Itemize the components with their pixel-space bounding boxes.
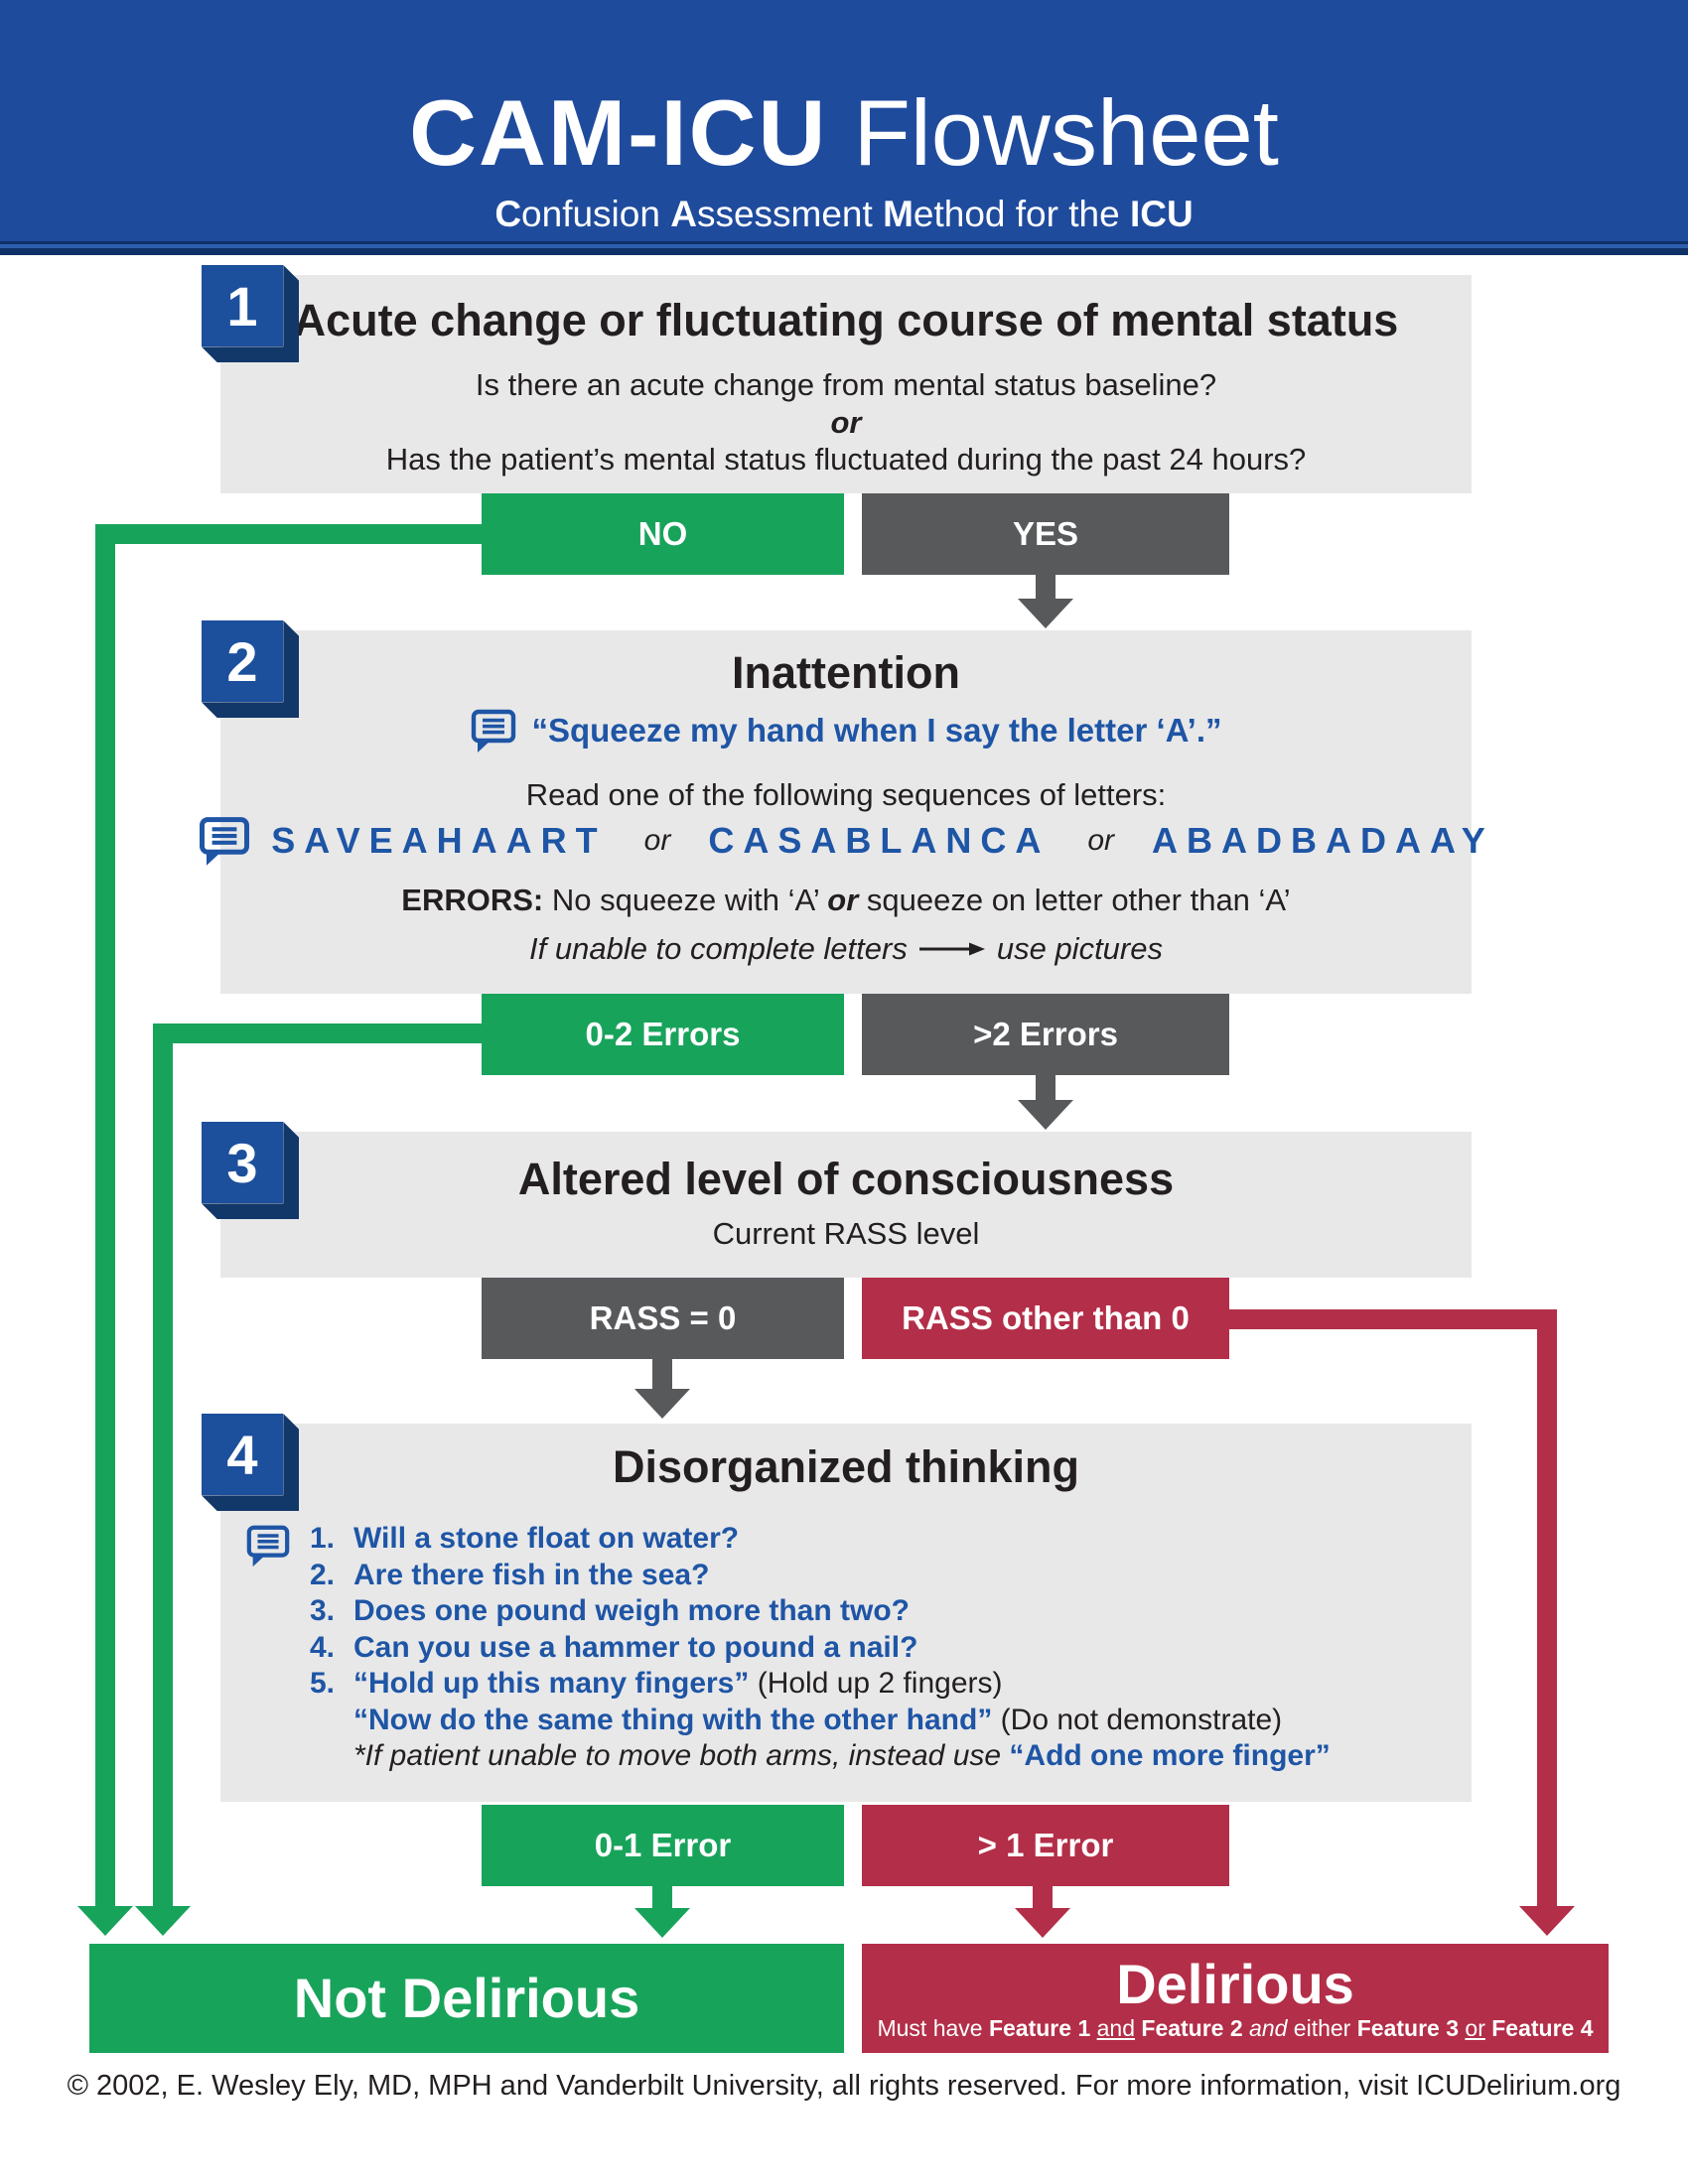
flow-line-0-2-errors-vertical [153, 1024, 173, 1908]
flow-line-no-horizontal [95, 524, 482, 544]
speech-bubble-icon [472, 709, 516, 752]
rass-0-button: RASS = 0 [482, 1278, 844, 1359]
footer-credit: © 2002, E. Wesley Ely, MD, MPH and Vande… [67, 2070, 1621, 2102]
not-delirious-box: Not Delirious [89, 1944, 844, 2053]
flow-line-rass-other-vertical [1537, 1309, 1557, 1908]
page-title-rest: Flowsheet [827, 80, 1279, 185]
section-2-number-badge: 2 [202, 620, 299, 718]
down-arrow-icon [634, 1886, 690, 1938]
section-3-subtitle: Current RASS level [712, 1216, 980, 1251]
section-2-box: Inattention [220, 630, 1472, 994]
section-1-number-badge: 1 [202, 265, 299, 362]
section-1-box: Acute change or fluctuating course of me… [220, 275, 1472, 493]
section-2-title: Inattention [732, 647, 960, 698]
flow-arrowhead-rass-other [1519, 1906, 1575, 1936]
question-4: 4.Can you use a hammer to pound a nail? [310, 1630, 918, 1664]
section-4-box: Disorganized thinking [220, 1424, 1472, 1802]
question-5-alternative: *If patient unable to move both arms, in… [353, 1739, 1331, 1772]
section-2-errors-line: ERRORS: No squeeze with ‘A’ or squeeze o… [401, 883, 1291, 917]
section-4-question-list: 1.Will a stone float on water? 2.Are the… [310, 1521, 1442, 1775]
page-title: CAM-ICU Flowsheet [0, 83, 1688, 183]
question-3: 3.Does one pound weigh more than two? [310, 1594, 910, 1627]
letter-sequence-1: SAVEAHAART [271, 820, 607, 861]
sequence-or-1: or [643, 824, 671, 857]
letter-sequence-3: ABADBADAAY [1152, 820, 1494, 861]
page-title-acronym: CAM-ICU [409, 80, 828, 185]
section-3-number-badge: 3 [202, 1122, 299, 1219]
speech-bubble-icon [200, 817, 250, 866]
question-1: 1.Will a stone float on water? [310, 1522, 740, 1555]
flow-arrowhead-no [77, 1906, 133, 1936]
delirious-criteria: Must have Feature 1 and Feature 2 and ei… [877, 2015, 1594, 2041]
flow-line-rass-other-horizontal [1229, 1309, 1557, 1329]
error-0-1-button: 0-1 Error [482, 1805, 844, 1886]
section-4-title: Disorganized thinking [612, 1441, 1080, 1492]
speech-bubble-icon [246, 1525, 290, 1568]
header-banner [0, 0, 1688, 241]
yes-button: YES [862, 493, 1229, 575]
section-1-question-1: Is there an acute change from mental sta… [475, 367, 1217, 402]
section-2-sequence-row: SAVEAHAART or CASABLANCA or ABADBADAAY [200, 814, 1485, 868]
section-2-read-line: Read one of the following sequences of l… [525, 777, 1167, 812]
section-1-title: Acute change or fluctuating course of me… [293, 295, 1399, 345]
flow-arrowhead-0-2-errors [135, 1906, 191, 1936]
page-subtitle: Confusion Assessment Method for the ICU [494, 194, 1194, 234]
section-2-quote: “Squeeze my hand when I say the letter ‘… [531, 712, 1222, 749]
not-delirious-label: Not Delirious [293, 1967, 640, 2029]
rass-other-button: RASS other than 0 [862, 1278, 1229, 1359]
section-1-question-2: Has the patient’s mental status fluctuat… [385, 442, 1307, 477]
section-3-title: Altered level of consciousness [517, 1154, 1175, 1204]
down-arrow-icon [1018, 1075, 1073, 1130]
error-gt1-button: > 1 Error [862, 1805, 1229, 1886]
delirious-box: Delirious Must have Feature 1 and Featur… [862, 1944, 1609, 2053]
down-arrow-icon [1018, 575, 1073, 628]
down-arrow-icon [1015, 1886, 1070, 1938]
letter-sequence-2: CASABLANCA [708, 820, 1051, 861]
flow-line-no-vertical [95, 524, 115, 1908]
section-4-number-badge: 4 [202, 1414, 299, 1511]
delirious-label: Delirious [1116, 1953, 1354, 2015]
down-arrow-icon [634, 1359, 690, 1419]
section-3-box: Altered level of consciousness Current R… [220, 1132, 1472, 1278]
question-2: 2.Are there fish in the sea? [310, 1558, 710, 1591]
question-5-continuation: “Now do the same thing with the other ha… [353, 1703, 1283, 1736]
errors-0-2-button: 0-2 Errors [482, 994, 844, 1075]
sequence-or-2: or [1087, 824, 1115, 857]
errors-gt2-button: >2 Errors [862, 994, 1229, 1075]
no-button: NO [482, 493, 844, 575]
header-banner-divider [0, 241, 1688, 255]
section-2-quote-row: “Squeeze my hand when I say the letter ‘… [220, 707, 1472, 754]
section-1-or: or [830, 405, 862, 440]
right-arrow-icon [918, 942, 985, 956]
flow-line-0-2-errors-horizontal [153, 1024, 482, 1043]
question-5: 5.“Hold up this many fingers” (Hold up 2… [310, 1667, 1003, 1700]
section-2-note-line: If unable to complete letters use pictur… [529, 931, 1163, 966]
